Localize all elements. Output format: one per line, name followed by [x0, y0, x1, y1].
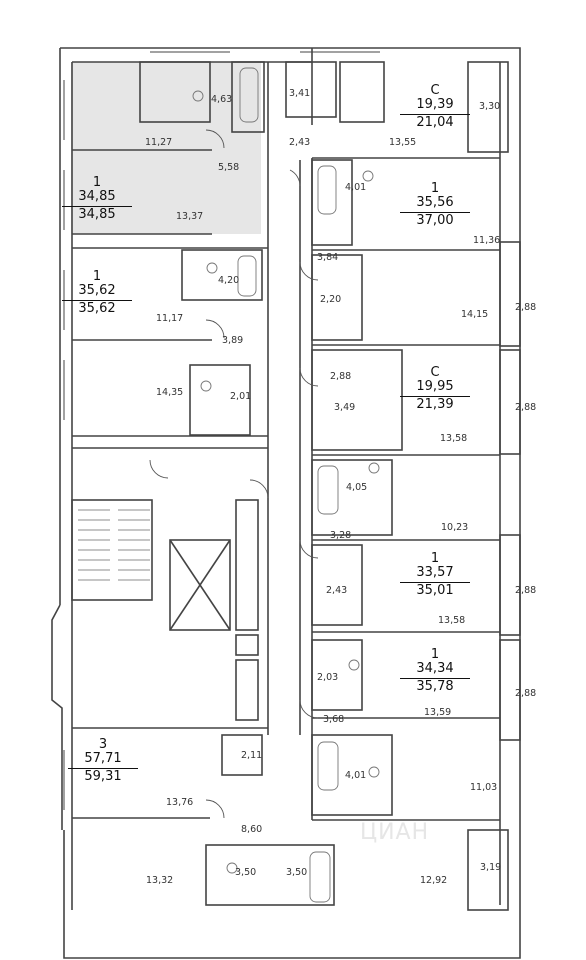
room-area: 8,60 [241, 824, 263, 835]
room-area: 13,32 [146, 875, 174, 886]
apartment-label-1: 1 34,85 34,85 [62, 175, 132, 222]
room-area: 3,19 [480, 862, 502, 873]
apartment-living-area: 34,34 [400, 662, 470, 679]
room-area: 3,89 [222, 335, 244, 346]
room-area: 13,55 [389, 137, 417, 148]
apartment-rooms: 1 [430, 551, 440, 566]
apartment-total-area: 59,31 [84, 768, 122, 784]
room-area: 3,28 [330, 530, 352, 541]
apartment-rooms: C [430, 365, 440, 380]
room-area: 13,58 [440, 433, 468, 444]
room-area: 2,11 [241, 750, 263, 761]
apartment-rooms: C [430, 83, 440, 98]
apartment-total-area: 35,78 [416, 678, 454, 694]
room-area: 14,35 [156, 387, 184, 398]
room-area: 4,63 [211, 94, 233, 105]
room-area: 4,01 [345, 770, 367, 781]
room-area: 3,50 [286, 867, 308, 878]
room-area: 13,58 [438, 615, 466, 626]
room-area: 14,15 [461, 309, 489, 320]
room-area: 13,76 [166, 797, 194, 808]
apartment-total-area: 34,85 [78, 206, 116, 222]
room-area: 2,88 [515, 302, 537, 313]
room-area: 2,01 [230, 391, 252, 402]
apartment-rooms: 1 [92, 175, 102, 190]
apartment-living-area: 35,62 [62, 284, 132, 301]
watermark: ЦИАН [360, 820, 430, 845]
apartment-label-8: 3 57,71 59,31 [68, 737, 138, 784]
apartment-rooms: 1 [430, 647, 440, 662]
room-area: 11,36 [473, 235, 501, 246]
room-area: 4,05 [346, 482, 368, 493]
room-area: 3,41 [289, 88, 311, 99]
apartment-total-area: 21,04 [416, 114, 454, 130]
apartment-total-area: 37,00 [416, 212, 454, 228]
highlighted-apartment-fill [71, 62, 261, 234]
apartment-rooms: 1 [92, 269, 102, 284]
apartment-label-2: C 19,39 21,04 [400, 83, 470, 130]
room-area: 3,84 [317, 252, 339, 263]
room-area: 5,58 [218, 162, 240, 173]
room-area: 2,88 [515, 688, 537, 699]
apartment-living-area: 19,39 [400, 98, 470, 115]
room-area: 11,03 [470, 782, 498, 793]
room-area: 3,30 [479, 101, 501, 112]
room-area: 3,50 [235, 867, 257, 878]
room-area: 2,88 [330, 371, 352, 382]
room-area: 2,88 [515, 585, 537, 596]
room-area: 11,17 [156, 313, 184, 324]
apartment-label-7: 1 34,34 35,78 [400, 647, 470, 694]
apartment-total-area: 35,01 [416, 582, 454, 598]
apartment-label-4: 1 35,62 35,62 [62, 269, 132, 316]
apartment-living-area: 33,57 [400, 566, 470, 583]
room-area: 2,20 [320, 294, 342, 305]
apartment-rooms: 3 [98, 737, 108, 752]
room-area: 12,92 [420, 875, 448, 886]
apartment-label-5: C 19,95 21,39 [400, 365, 470, 412]
apartment-label-3: 1 35,56 37,00 [400, 181, 470, 228]
apartment-living-area: 57,71 [68, 752, 138, 769]
room-area: 13,59 [424, 707, 452, 718]
apartment-rooms: 1 [430, 181, 440, 196]
apartment-label-6: 1 33,57 35,01 [400, 551, 470, 598]
room-area: 2,43 [289, 137, 311, 148]
room-area: 10,23 [441, 522, 469, 533]
apartment-living-area: 34,85 [62, 190, 132, 207]
room-area: 2,43 [326, 585, 348, 596]
room-area: 2,03 [317, 672, 339, 683]
apartment-living-area: 19,95 [400, 380, 470, 397]
room-area: 3,49 [334, 402, 356, 413]
room-area: 11,27 [145, 137, 173, 148]
room-area: 4,20 [218, 275, 240, 286]
building-outline [51, 47, 521, 959]
apartment-living-area: 35,56 [400, 196, 470, 213]
apartment-total-area: 21,39 [416, 396, 454, 412]
room-area: 2,88 [515, 402, 537, 413]
apartment-total-area: 35,62 [78, 300, 116, 316]
room-area: 3,68 [323, 714, 345, 725]
room-area: 4,01 [345, 182, 367, 193]
room-area: 13,37 [176, 211, 204, 222]
